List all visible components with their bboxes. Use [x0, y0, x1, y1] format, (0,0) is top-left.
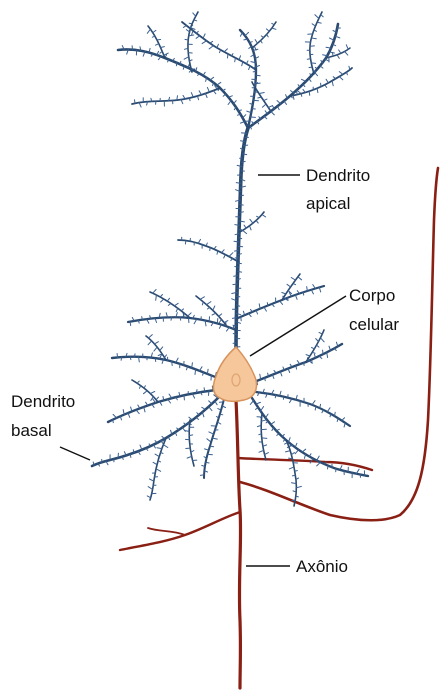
dendritic-spines-apical-tuft-right	[250, 28, 340, 129]
dendritic-spines-apical-tuft-left-a	[135, 86, 218, 108]
dendrite-basal-right-1	[254, 344, 342, 382]
label-basal-line1: Dendrito	[11, 392, 75, 411]
dendritic-spines-basal-left-4	[200, 402, 225, 476]
dendritic-spines-basal-right-1	[257, 342, 338, 385]
cell-body	[213, 347, 256, 401]
leader-basal-dendrite	[60, 447, 90, 460]
dendritic-spines-basal-upper-left-a	[153, 290, 191, 317]
dendritic-spines-apical-tuft-right-b	[305, 15, 323, 72]
dendritic-spines-apical-tuft-right-a	[293, 66, 350, 99]
axon-trunk	[236, 400, 241, 688]
dendrite-basal-right-3-a	[286, 440, 296, 506]
axon-collateral-right	[238, 458, 372, 470]
dendritic-spines-basal-left-1-a	[148, 335, 166, 358]
axon-collateral-left	[120, 512, 240, 550]
dendrite-basal-left-2-a	[132, 380, 158, 402]
dendritic-spines-basal-upper-left-b	[200, 297, 228, 323]
leader-cell-body	[250, 296, 346, 356]
dendritic-spines-apical-oblique-right	[243, 215, 266, 234]
label-apical-line1: Dendrito	[306, 166, 370, 185]
label-apical-line2: apical	[306, 194, 350, 213]
axon-collateral-left-branch	[148, 528, 185, 535]
dendrite-basal-left-2	[108, 390, 216, 422]
dendritic-spines-basal-left-3	[93, 395, 218, 466]
dendritic-spines-apical-tuft-right-c	[254, 83, 272, 108]
label-soma-line2: celular	[349, 315, 399, 334]
dendritic-spines-basal-right-3	[250, 401, 364, 478]
dendritic-spines-apical-tuft-left-c	[184, 13, 197, 69]
dendrite-apical-tuft-left	[118, 49, 248, 128]
dendritic-spines-basal-left-3-a	[147, 441, 168, 498]
dendrite-basal-left-3	[92, 396, 220, 466]
dendritic-spines-apical-tuft-left	[122, 46, 249, 126]
dendrite-basal-left-3-a	[150, 438, 166, 500]
dendrite-apical-tuft-mid-b	[252, 22, 276, 48]
axon	[120, 168, 438, 688]
dendrite-basal-right-2	[256, 392, 350, 426]
label-soma-line1: Corpo	[349, 286, 395, 305]
dendritic-tree	[92, 12, 368, 506]
dendrite-apical-oblique-left	[178, 240, 239, 262]
label-basal-line2: basal	[11, 421, 52, 440]
label-axon: Axônio	[296, 557, 348, 576]
